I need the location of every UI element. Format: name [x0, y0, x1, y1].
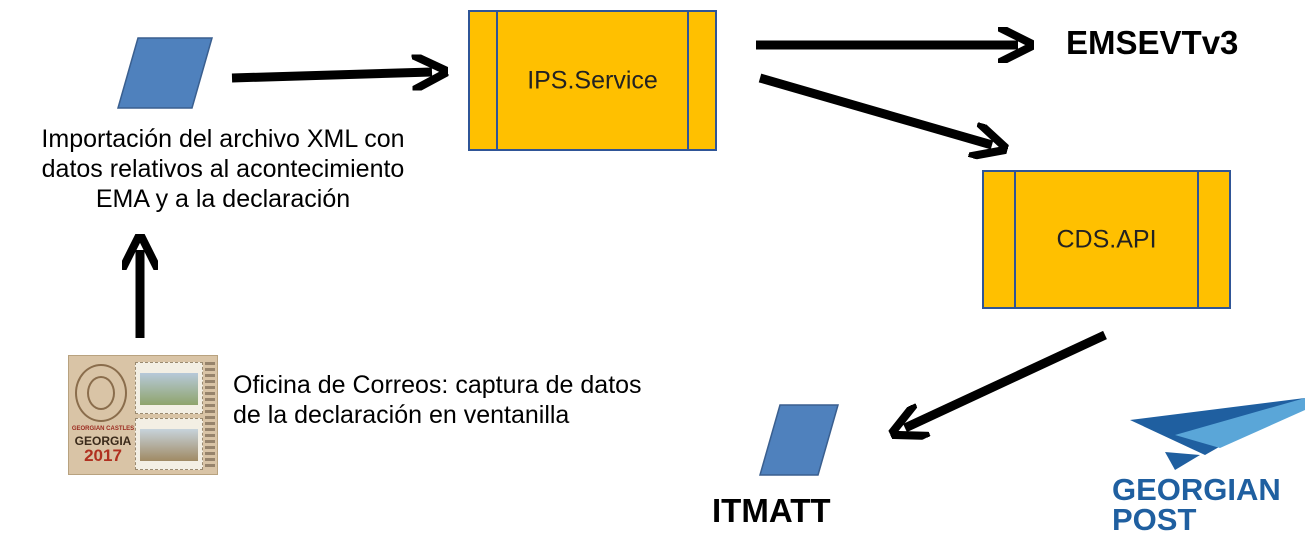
- import-line-1: Importación del archivo XML con: [41, 125, 405, 153]
- georgian-post-logo-text: GEORGIAN POST: [1112, 472, 1281, 537]
- post-office-description: Oficina de Correos: captura de datos de …: [233, 370, 753, 430]
- ips-service-label: IPS.Service: [527, 66, 658, 94]
- post-office-line-2: de la declaración en ventanilla: [233, 401, 570, 429]
- arrow-cds-to-itmatt: [905, 330, 1107, 428]
- stamp-year: 2017: [84, 446, 122, 465]
- ips-service-box: IPS.Service: [468, 10, 717, 151]
- georgian-post-logo-icon: [1130, 398, 1305, 470]
- stamp-country: GEORGIA: [74, 434, 132, 448]
- xml-file-shape: [117, 37, 213, 109]
- import-line-2: datos relativos al acontecimiento: [41, 155, 405, 183]
- cds-api-box: CDS.API: [982, 170, 1231, 309]
- itmatt-label: ITMATT: [712, 492, 831, 529]
- logo-line-1: GEORGIAN: [1112, 472, 1281, 507]
- import-xml-description: Importación del archivo XML con datos re…: [0, 124, 446, 214]
- stamp-side-text: [205, 362, 215, 470]
- stamp-1: [135, 362, 203, 414]
- arrow-xml-to-ips: [231, 72, 432, 78]
- import-line-3: EMA y a la declaración: [95, 185, 351, 213]
- arrow-ips-to-cds: [758, 73, 992, 145]
- stamp-series: GEORGIAN CASTLES: [71, 426, 135, 432]
- itmatt-shape: [759, 404, 839, 476]
- cds-api-label: CDS.API: [1056, 225, 1157, 253]
- post-office-line-1: Oficina de Correos: captura de datos: [233, 371, 642, 399]
- stamp-2: [135, 418, 203, 470]
- logo-line-2: POST: [1112, 502, 1197, 537]
- stamp-ornament-inner: [87, 376, 115, 410]
- emsevt-label: EMSEVTv3: [1066, 24, 1239, 61]
- stamp-sheet-image: GEORGIAN CASTLES GEORGIA 2017: [68, 355, 218, 475]
- stamp-ornament: [75, 364, 127, 422]
